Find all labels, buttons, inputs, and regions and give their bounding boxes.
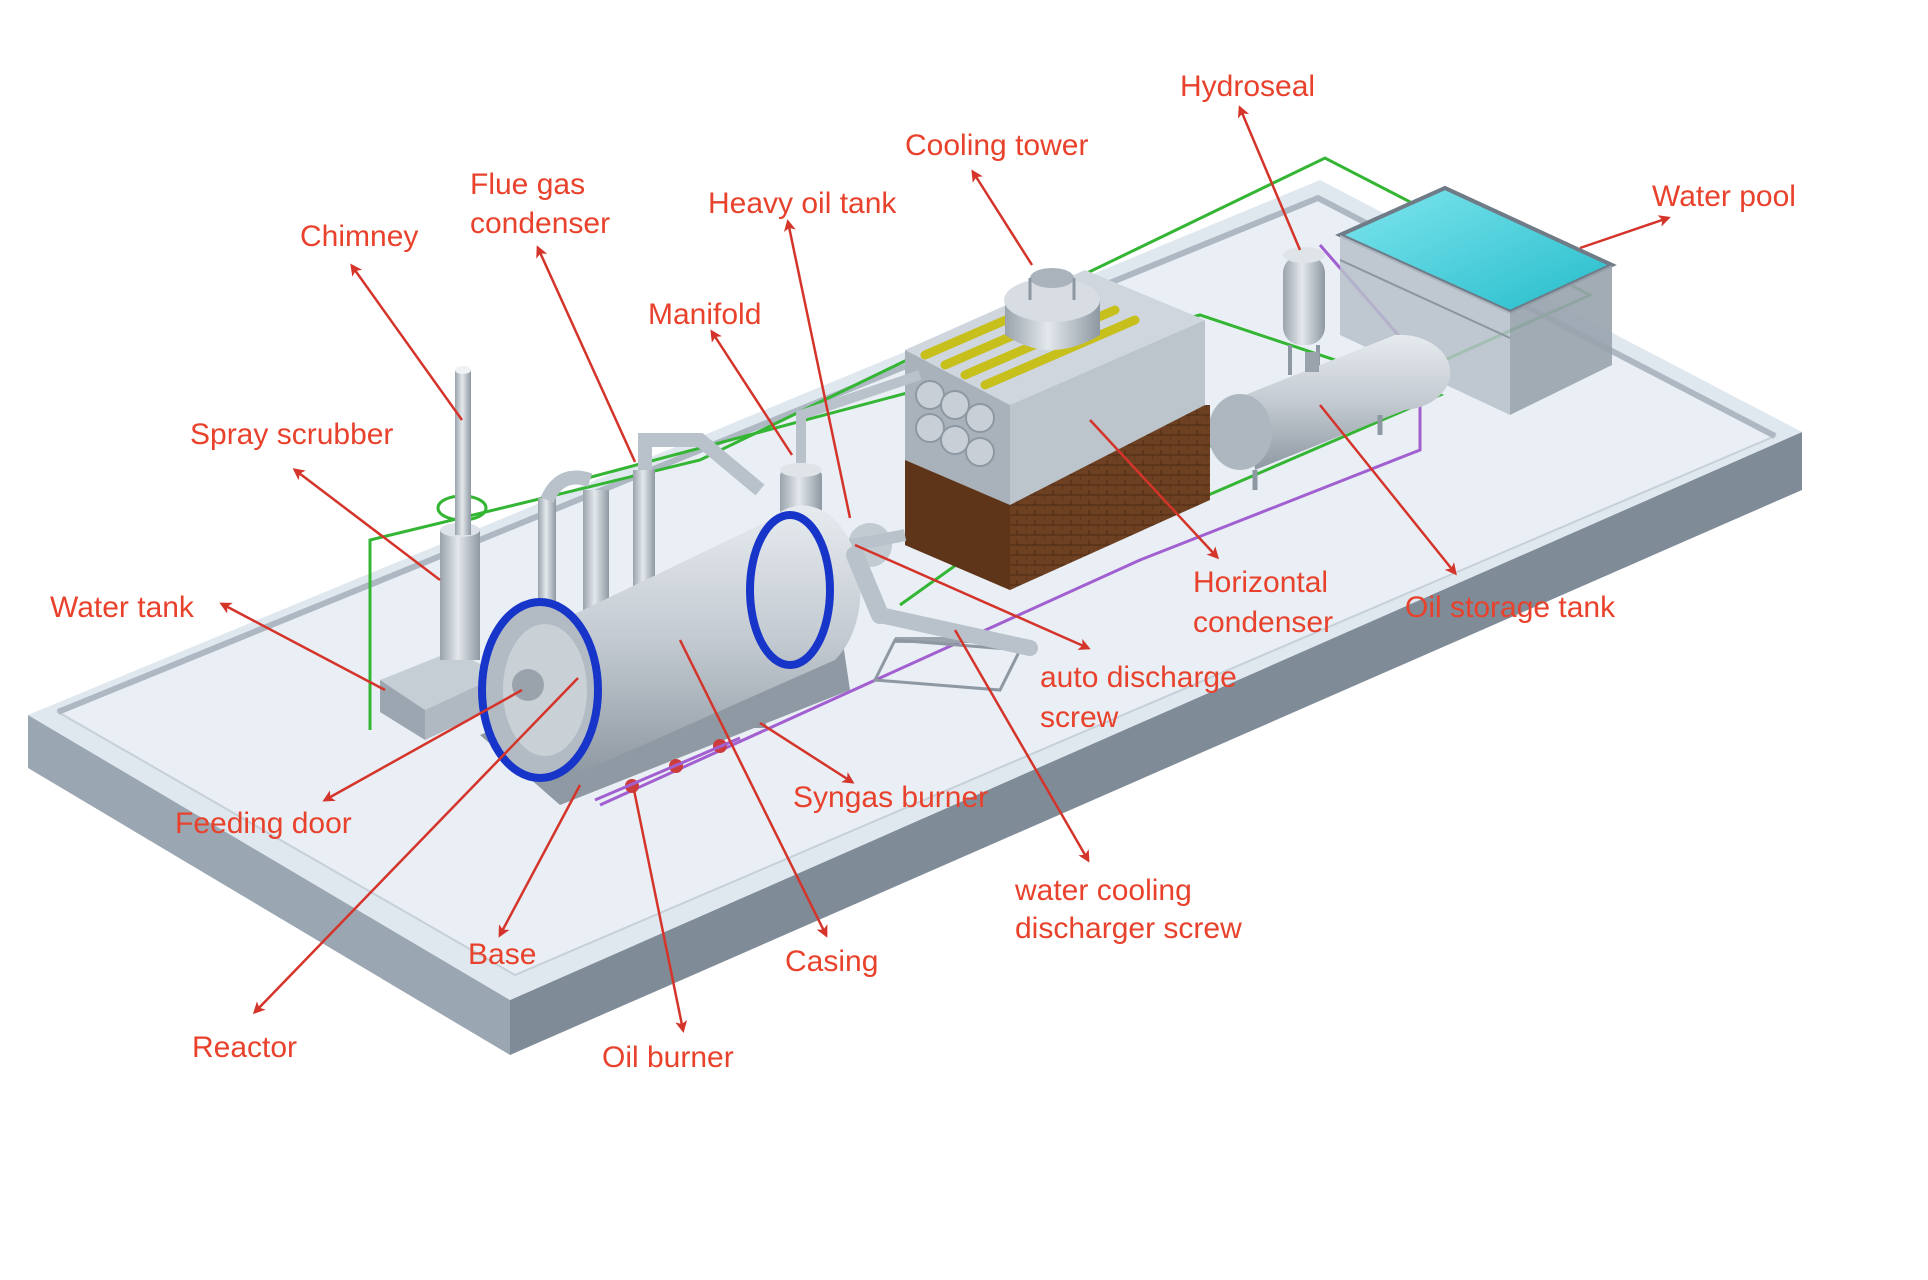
arrow-base <box>498 784 582 938</box>
arrow-oil-burner <box>632 789 688 1033</box>
platform-front-face <box>28 715 510 1055</box>
label-hydroseal: Hydroseal <box>1180 70 1315 103</box>
arrow-reactor <box>252 677 579 1015</box>
arrow-flue-gas-condenser <box>536 245 637 463</box>
label-water-cooling-line1: water cooling <box>1014 874 1192 907</box>
arrow-feeding-door <box>322 688 523 802</box>
label-flue-gas-line2: condenser <box>470 207 610 240</box>
label-spray-scrubber: Spray scrubber <box>190 418 393 451</box>
arrow-horizontal-condenser <box>1089 419 1220 560</box>
arrow-chimney <box>350 263 464 421</box>
label-oil-storage-tank: Oil storage tank <box>1405 591 1616 624</box>
arrow-spray-scrubber <box>292 468 441 581</box>
burner-gas-line <box>594 736 741 802</box>
arrow-water-tank <box>219 602 386 692</box>
label-auto-discharge-line2: screw <box>1040 701 1119 734</box>
callout-arrows <box>219 105 1671 1033</box>
label-heavy-oil-tank: Heavy oil tank <box>708 187 897 220</box>
label-water-pool: Water pool <box>1652 180 1796 213</box>
flue-gas-condenser <box>538 433 765 618</box>
arrow-casing <box>678 639 828 938</box>
label-syngas-burner: Syngas burner <box>793 781 988 814</box>
label-manifold: Manifold <box>648 298 761 331</box>
chimney <box>455 366 471 535</box>
label-flue-gas-line1: Flue gas <box>470 168 585 201</box>
label-reactor: Reactor <box>192 1031 297 1064</box>
label-feeding-door: Feeding door <box>175 807 352 840</box>
oil-storage-tank <box>1208 334 1451 490</box>
label-oil-burner: Oil burner <box>602 1041 734 1074</box>
syngas-burner <box>752 718 766 728</box>
arrow-oil-storage-tank <box>1319 404 1457 576</box>
hydroseal <box>1283 247 1325 375</box>
arrow-auto-discharge-screw <box>854 543 1091 650</box>
water-pool <box>1335 185 1617 415</box>
feeding-door <box>512 669 544 701</box>
label-horizontal-line1: Horizontal <box>1193 566 1328 599</box>
arrow-water-cooling-discharger-screw <box>953 629 1090 863</box>
spray-scrubber <box>436 494 488 660</box>
label-horizontal-line2: condenser <box>1193 606 1333 639</box>
label-auto-discharge-line1: auto discharge <box>1040 661 1237 694</box>
cooling-tower <box>1004 268 1100 350</box>
label-water-cooling-line2: discharger screw <box>1015 912 1242 945</box>
arrow-hydroseal <box>1237 105 1302 251</box>
label-base: Base <box>468 938 536 971</box>
platform-right-face <box>510 432 1802 1055</box>
labels: Hydroseal Cooling tower Water pool Flue … <box>50 70 1796 1074</box>
arrow-syngas-burner <box>759 721 855 784</box>
label-chimney: Chimney <box>300 220 418 253</box>
arrow-cooling-tower <box>971 169 1034 266</box>
label-casing: Casing <box>785 945 878 978</box>
label-water-tank: Water tank <box>50 591 195 624</box>
arrow-heavy-oil-tank <box>783 219 852 519</box>
label-cooling-tower: Cooling tower <box>905 129 1088 162</box>
arrow-water-pool <box>1579 215 1671 250</box>
arrow-manifold <box>710 329 794 456</box>
